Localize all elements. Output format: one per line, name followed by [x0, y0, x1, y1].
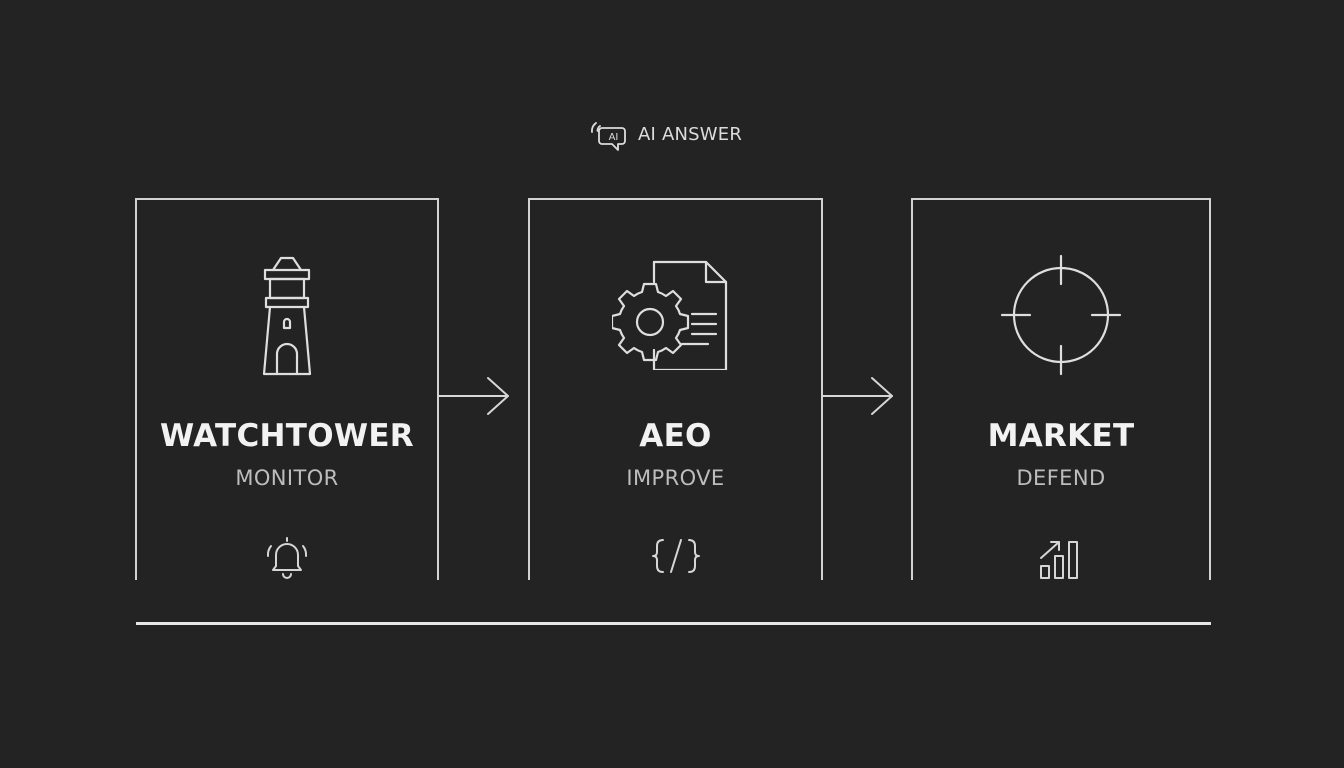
- stage-subtitle: IMPROVE: [626, 466, 725, 490]
- code-icon: [651, 539, 700, 573]
- watchtower-icon: [262, 256, 312, 376]
- header: AI AI ANSWER: [588, 114, 742, 154]
- gear-document-icon: [611, 260, 727, 370]
- stage-panel-aeo: AEO IMPROVE: [528, 198, 823, 580]
- stage-title: WATCHTOWER: [160, 418, 414, 454]
- stage-panel-market: MARKET DEFEND: [911, 198, 1211, 580]
- stage-panel-watchtower: WATCHTOWER MONITOR: [135, 198, 439, 580]
- header-label: AI ANSWER: [638, 123, 743, 145]
- flow-arrow: [438, 377, 509, 415]
- stage-title: AEO: [639, 418, 712, 454]
- svg-text:AI: AI: [609, 132, 619, 143]
- bell-icon: [266, 537, 308, 579]
- crosshair-icon: [1000, 254, 1122, 376]
- bar-chart-icon: [1040, 541, 1078, 579]
- ai-chat-broadcast-icon: AI: [591, 122, 626, 151]
- stage-subtitle: DEFEND: [1016, 466, 1106, 490]
- flow-arrow: [822, 377, 893, 415]
- stage-title: MARKET: [987, 418, 1135, 454]
- stage-subtitle: MONITOR: [235, 466, 339, 490]
- baseline-divider: [136, 622, 1211, 625]
